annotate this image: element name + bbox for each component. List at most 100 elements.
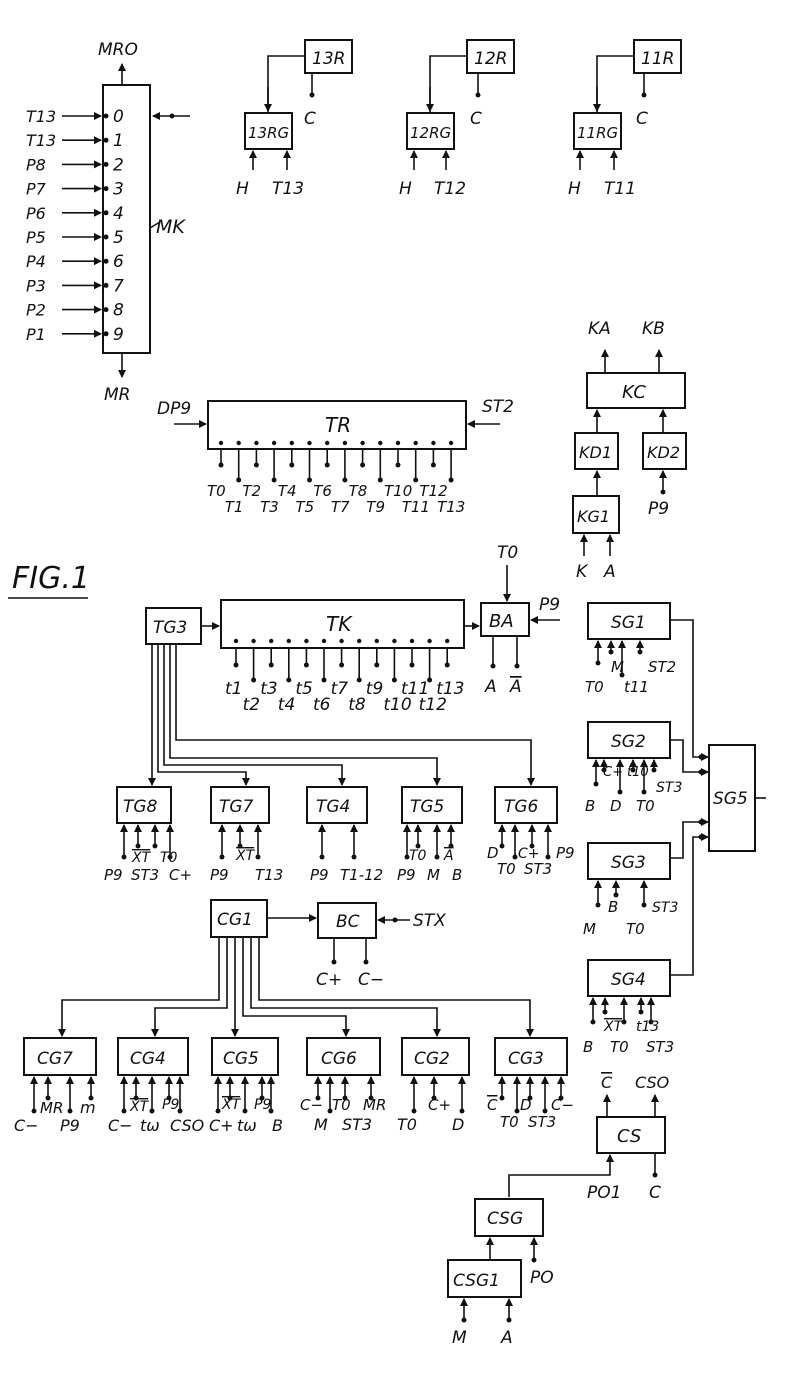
bc-label: BC (336, 912, 360, 932)
tr-out-T2: T2 (242, 482, 261, 500)
sg3-block (587, 842, 671, 880)
kc-label: KC (622, 382, 646, 403)
tk-out-t13: t13 (436, 679, 464, 699)
r11-group: 11R 11RG C H T11 (568, 39, 682, 199)
cg-row: CG7 CG4 CG5 CG6 CG2 CG3 MR m C− P9 XT P9… (14, 1037, 574, 1135)
tr-out-T0: T0 (207, 482, 226, 500)
sg4-t13: t13 (636, 1019, 659, 1035)
sg4-label: SG4 (611, 970, 646, 990)
kc-block (586, 372, 686, 409)
cg5-cplus: C+ (209, 1116, 234, 1135)
tg6-p9: P9 (556, 844, 575, 862)
sg4-block (587, 959, 671, 997)
cg1-block (210, 899, 268, 938)
r12-h: H (399, 179, 412, 199)
r11-t: T11 (604, 179, 636, 199)
kd1-label: KD1 (579, 443, 612, 462)
tk-out-t3: t3 (260, 679, 277, 699)
r11rg-block (573, 112, 622, 150)
cg2-block (401, 1037, 470, 1076)
mk-input-6: P4 (26, 252, 46, 271)
r12-c: C (470, 109, 482, 129)
cg3-cbar: C (487, 1096, 498, 1114)
cg5-block (211, 1037, 279, 1076)
tg8-st3: ST3 (131, 866, 159, 884)
tr-out-T7: T7 (331, 498, 350, 516)
tk-label: TK (326, 612, 353, 636)
tr-out-T12: T12 (419, 482, 447, 500)
tk-out-t4: t4 (278, 695, 295, 715)
tk-out-t7: t7 (331, 679, 349, 699)
r13-c: C (304, 109, 316, 129)
tr-out-T10: T10 (384, 482, 412, 500)
sg3-st3: ST3 (652, 900, 678, 916)
tg8-t0: T0 (160, 850, 178, 866)
sg1-m: M (611, 658, 624, 676)
cg7-p9: P9 (60, 1116, 80, 1135)
kc-group: KC KA KB KD1 KD2 KG1 P9 K A (572, 319, 687, 582)
cg4-p9: P9 (162, 1097, 179, 1113)
tr-out-T13: T13 (437, 498, 465, 516)
r11-link (596, 55, 634, 113)
tr-left-input: DP9 (157, 399, 191, 419)
tg7-p9: P9 (210, 866, 229, 884)
tr-out-T1: T1 (225, 498, 244, 516)
sg2-block (587, 721, 671, 759)
kc-ka: KA (588, 319, 611, 339)
cg4-label: CG4 (130, 1049, 166, 1069)
mk-label-leader (149, 221, 161, 229)
mk-input-3: P7 (26, 180, 47, 199)
cg6-t0: T0 (332, 1096, 351, 1114)
ba-a: A (484, 677, 497, 697)
tg7-label: TG7 (219, 797, 254, 817)
cg3-cminus: C− (551, 1096, 574, 1114)
bc-stx: STX (413, 911, 446, 931)
mk-input-1: T13 (26, 131, 56, 150)
cg5-b: B (272, 1116, 283, 1135)
tg8-block (116, 786, 172, 824)
r12rg-label: 12RG (410, 124, 451, 142)
mk-pin-1: 1 (113, 131, 124, 151)
cg4-block (117, 1037, 189, 1076)
mk-input-2: P8 (26, 155, 46, 174)
tg8-p9: P9 (104, 866, 123, 884)
tg5-m: M (427, 866, 440, 884)
csg-po: PO (530, 1268, 554, 1288)
csg-block (474, 1198, 544, 1237)
tk-out-t9: t9 (366, 679, 383, 699)
kc-kb: KB (642, 319, 665, 339)
sg1-block (587, 602, 671, 640)
tr-out-T8: T8 (349, 482, 368, 500)
mk-input-0: T13 (26, 107, 56, 126)
tr-out-T6: T6 (313, 482, 332, 500)
csg-label: CSG (487, 1209, 523, 1229)
tg5-p9: P9 (397, 866, 416, 884)
sg3-t0: T0 (626, 920, 645, 938)
mk-pin-6: 6 (113, 252, 124, 272)
cs-po1: PO1 (587, 1183, 621, 1203)
tg5-b: B (452, 866, 462, 884)
tr-right-input: ST2 (482, 397, 514, 417)
mk-label: MK (156, 216, 186, 238)
r12-label: 12R (474, 49, 507, 69)
cg4-tw: tω (140, 1116, 160, 1135)
r13-block (304, 39, 353, 74)
r12-group: 12R 12RG C H T12 (399, 39, 515, 199)
cg2-label: CG2 (414, 1049, 450, 1069)
cs-label: CS (617, 1126, 641, 1147)
cg1-label: CG1 (217, 910, 253, 930)
r13rg-label: 13RG (248, 124, 289, 142)
cg6-block (306, 1037, 381, 1076)
tk-out-t5: t5 (295, 679, 312, 699)
cg3-block (494, 1037, 568, 1076)
r13-h: H (236, 179, 249, 199)
sg1-label: SG1 (611, 613, 646, 633)
kg1-a: A (603, 562, 616, 582)
tr-out-T11: T11 (402, 498, 430, 516)
sg2-label: SG2 (611, 732, 646, 752)
sg-group: SG1 SG2 SG3 SG4 SG5 M ST2 T0 t11 C+ t10 … (583, 602, 766, 1056)
tg3-label: TG3 (153, 618, 187, 638)
